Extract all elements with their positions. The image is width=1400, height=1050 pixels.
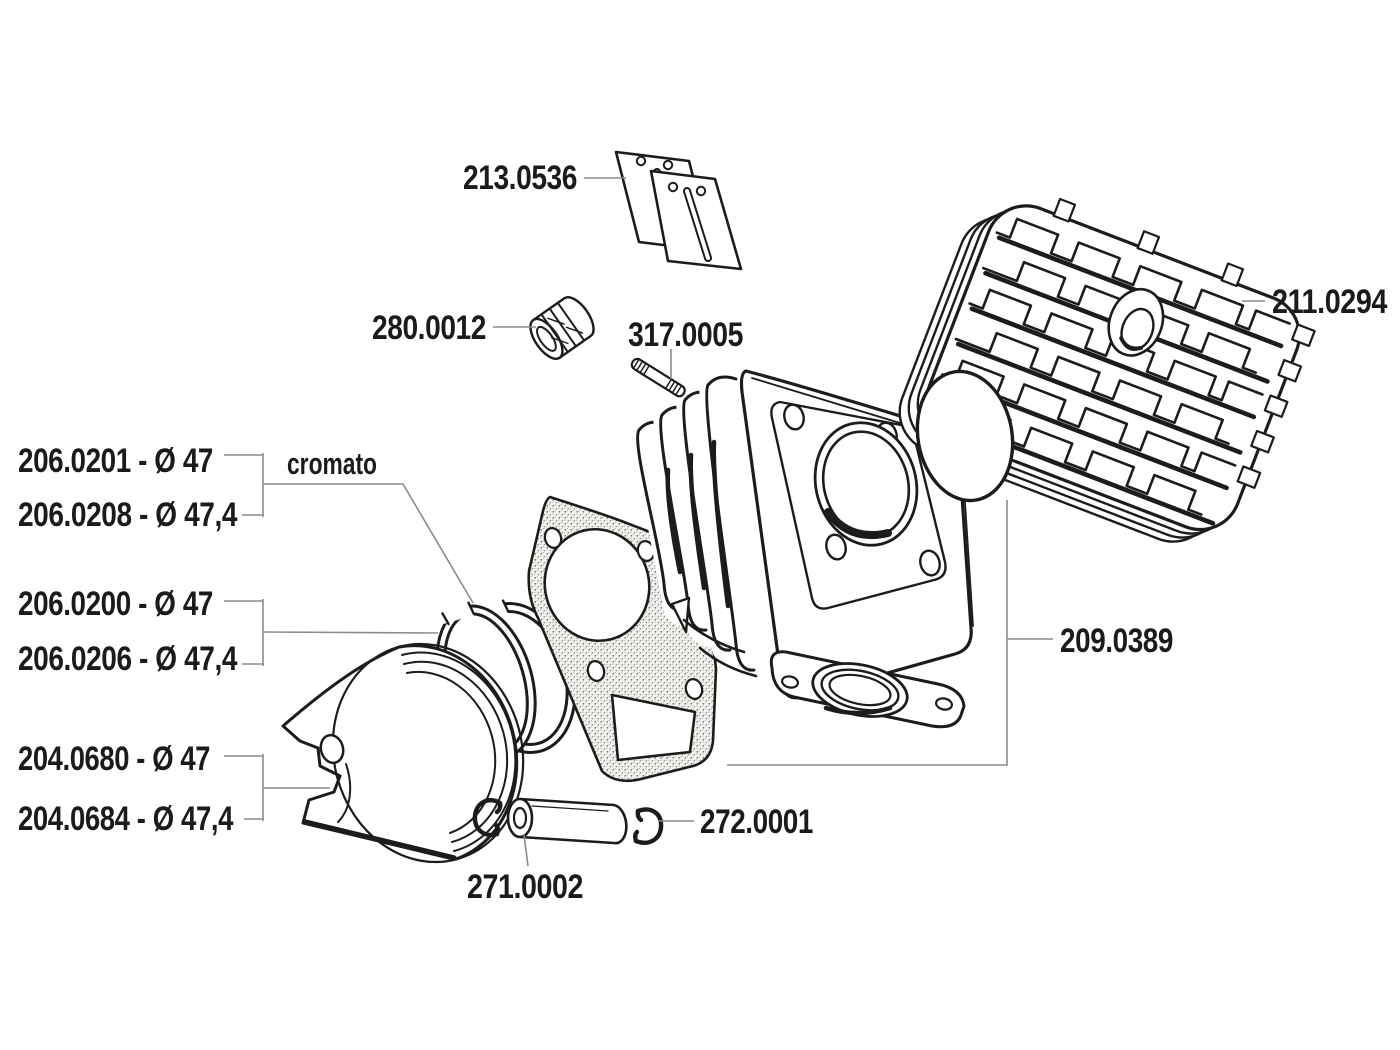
- piston-pin: [506, 797, 628, 845]
- callout-labels: 213.0536 280.0012 317.0005 211.0294 209.…: [18, 159, 1388, 906]
- piston: [281, 642, 525, 864]
- cylinder-fins: [630, 364, 781, 687]
- head-gasket-oring: [915, 369, 1015, 503]
- reed-valve-shims: [614, 150, 743, 271]
- exhaust-flange: [769, 650, 966, 729]
- label-ring-d47: 206.0200 - Ø 47: [18, 585, 213, 623]
- cylinder-bore: [813, 421, 919, 547]
- label-coating-note: cromato: [287, 446, 377, 481]
- small-end-bearing: [529, 296, 595, 360]
- label-pin-circlip: 272.0001: [700, 803, 813, 841]
- label-piston-pin: 271.0002: [467, 868, 583, 906]
- pin-circlip-left: [472, 798, 503, 838]
- pin-circlip-right: [633, 807, 664, 845]
- label-small-end-bearing: 280.0012: [372, 309, 486, 347]
- cylinder-stud: [630, 357, 686, 398]
- cylinder: [630, 364, 974, 729]
- label-ring-chrome-d47: 206.0201 - Ø 47: [18, 442, 213, 480]
- label-cylinder-stud: 317.0005: [628, 316, 743, 354]
- label-reed-valve-shims: 213.0536: [463, 159, 577, 197]
- label-piston-d47: 204.0680 - Ø 47: [18, 740, 210, 778]
- label-cylinder-head: 211.0294: [1272, 283, 1387, 321]
- callout-leaders: [224, 177, 1265, 867]
- label-gasket-set: 209.0389: [1060, 622, 1173, 660]
- label-ring-chrome-d474: 206.0208 - Ø 47,4: [18, 496, 237, 534]
- label-piston-d474: 204.0684 - Ø 47,4: [18, 800, 233, 838]
- label-ring-d474: 206.0206 - Ø 47,4: [18, 640, 237, 678]
- head-fin-tips: [1052, 197, 1316, 489]
